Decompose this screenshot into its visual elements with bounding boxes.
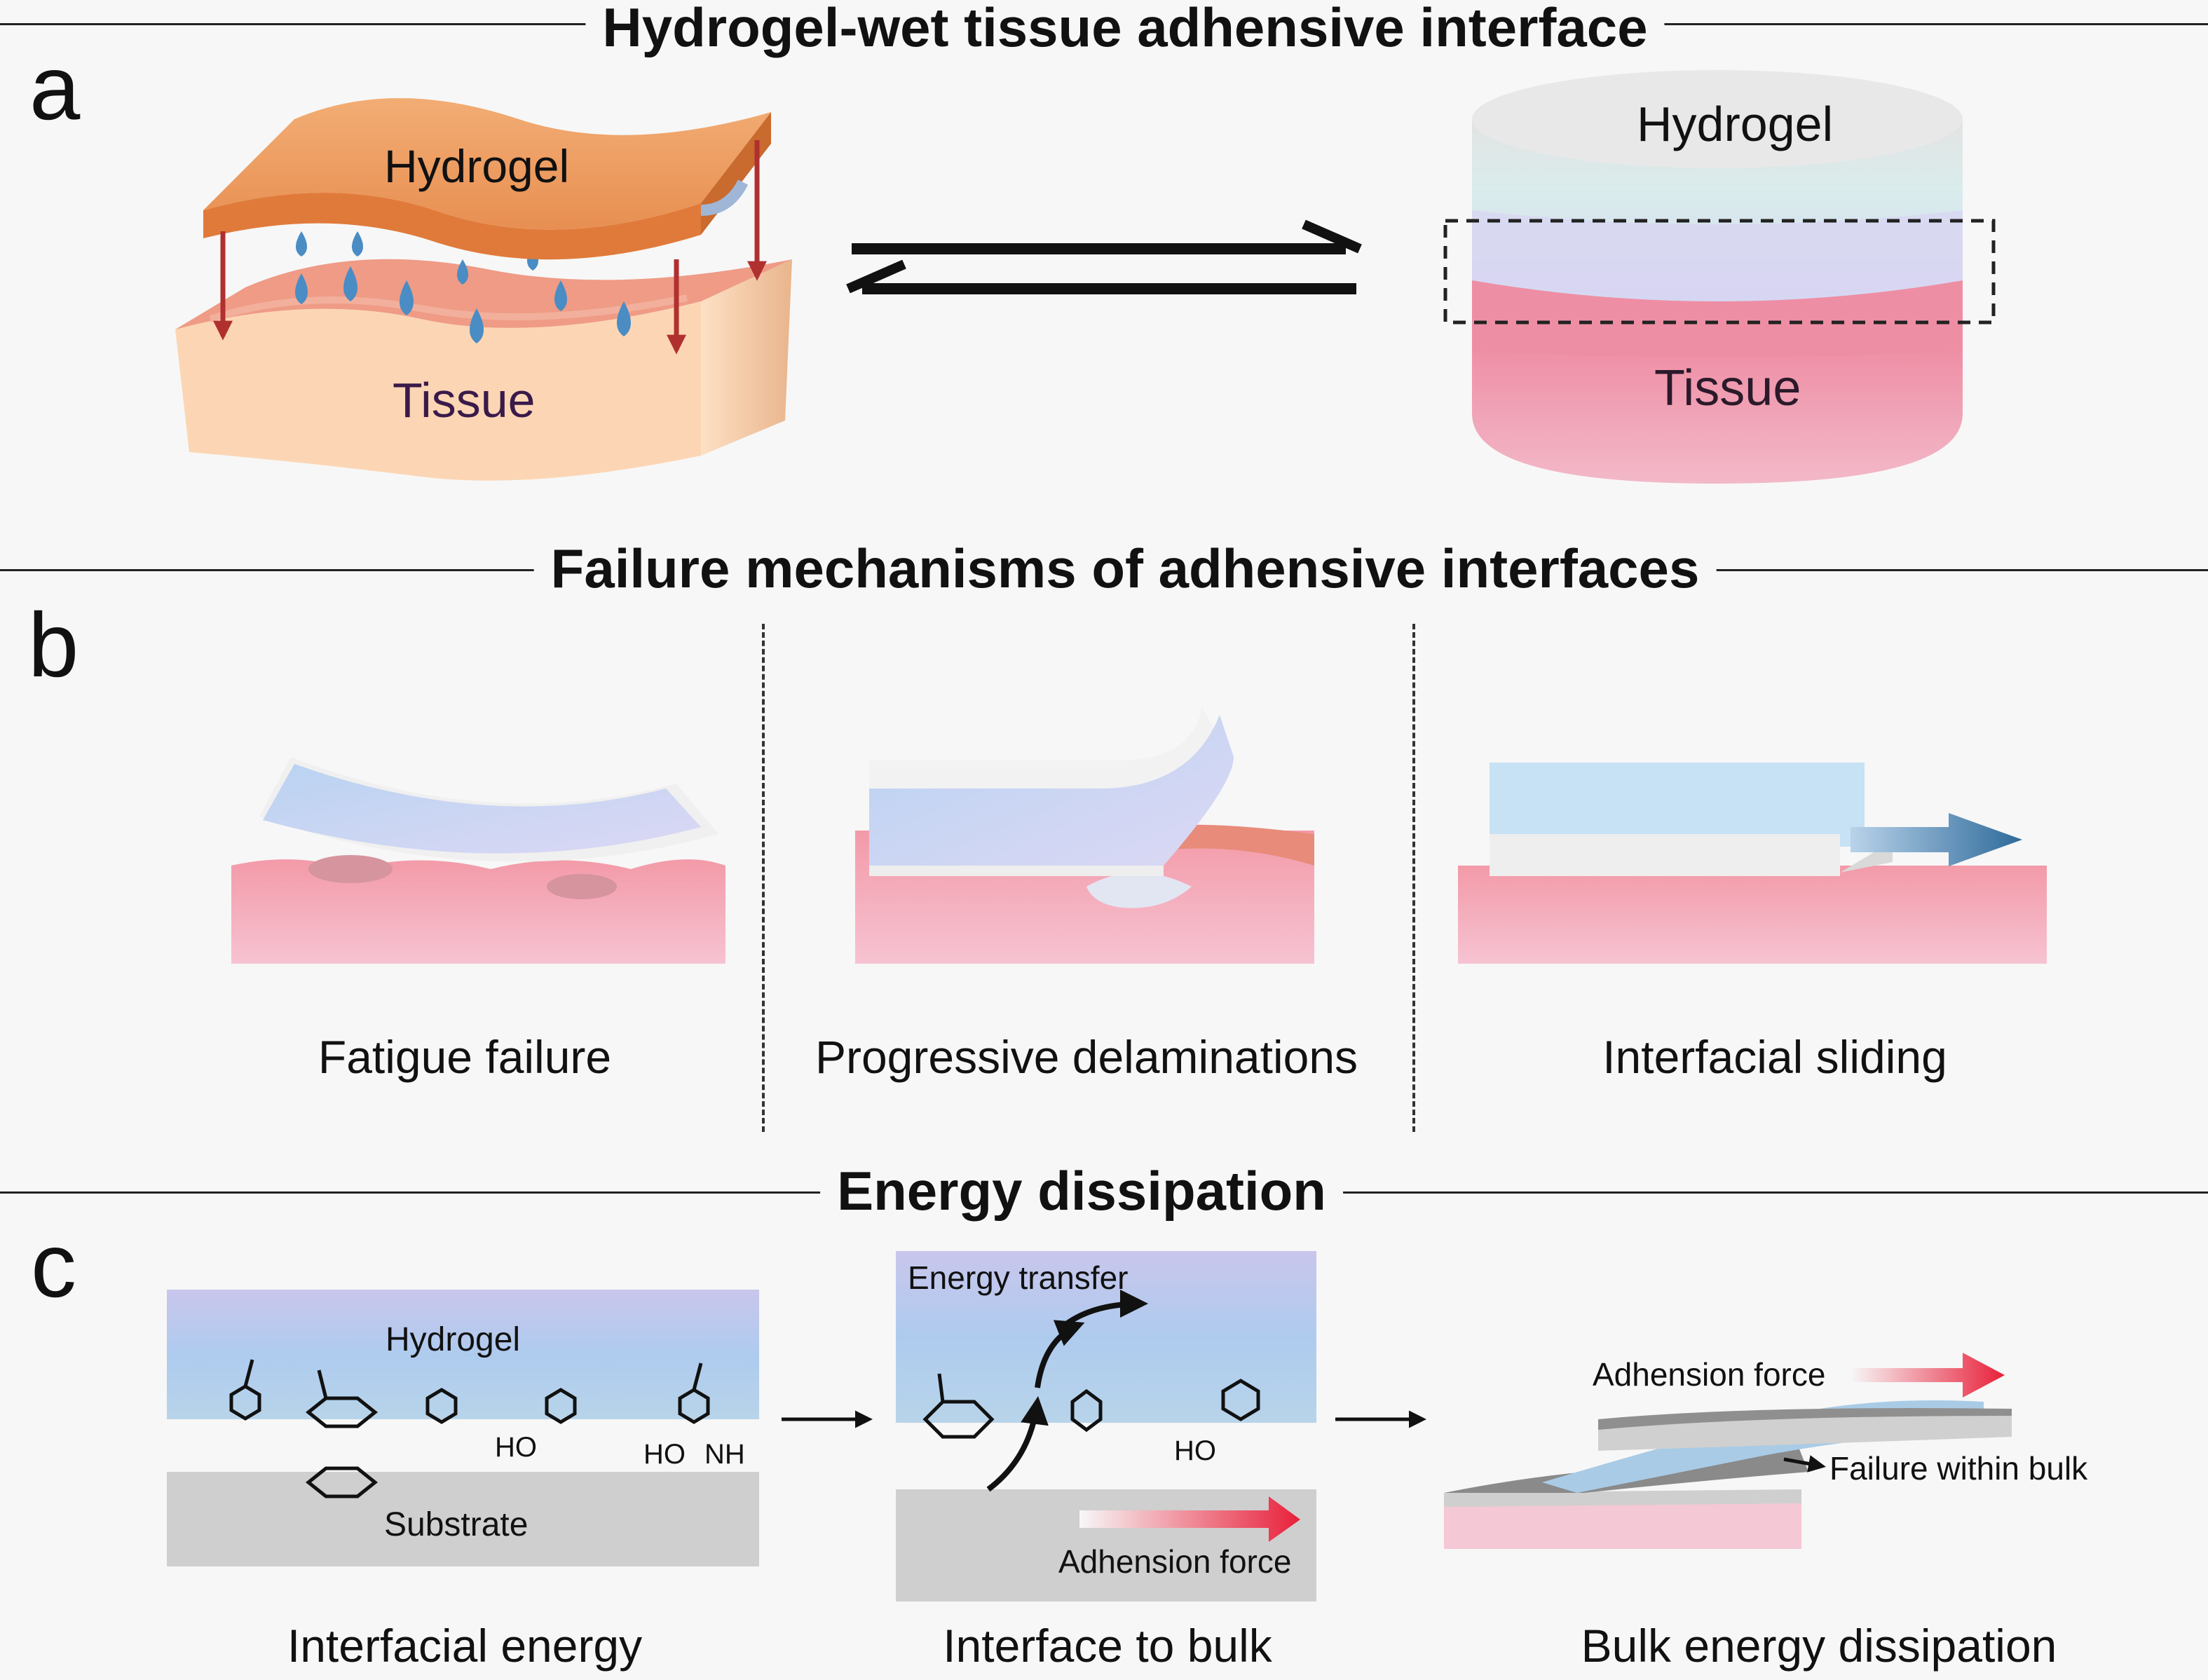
cylinder-right: [1443, 70, 1996, 484]
label-hydrogel-left: Hydrogel: [384, 140, 570, 192]
water-droplets: [295, 231, 631, 343]
c2-adhension-force-label: Adhension force: [1058, 1543, 1292, 1580]
panel-letter-a: a: [29, 36, 81, 139]
equilibrium-arrows: [846, 219, 1362, 294]
c1-substrate-label: Substrate: [384, 1506, 529, 1543]
hydrogel-sheet-left: [203, 98, 771, 260]
section-b-title: Failure mechanisms of adhensive interfac…: [533, 541, 1717, 596]
delamination-illustration: [855, 708, 1314, 964]
fatigue-illustration: [231, 757, 725, 964]
panel-letter-c: c: [31, 1214, 76, 1316]
interface-highlight-box: [1443, 219, 1996, 325]
caption-progressive-delaminations: Progressive delaminations: [815, 1031, 1358, 1083]
c2-energy-transfer-label: Energy transfer: [908, 1259, 1129, 1296]
c3-failure-label: Failure within bulk: [1829, 1450, 2088, 1487]
caption-interface-to-bulk: Interface to bulk: [943, 1620, 1272, 1672]
c1-hydrogel-label: Hydrogel: [386, 1321, 521, 1358]
divider-b-2: [1412, 624, 1415, 1132]
caption-interfacial-energy: Interfacial energy: [287, 1620, 643, 1672]
section-a-title: Hydrogel-wet tissue adhensive interface: [585, 0, 1665, 55]
c2-ho-label: HO: [1174, 1435, 1216, 1466]
panel-letter-b: b: [28, 594, 79, 696]
caption-bulk-energy-dissipation: Bulk energy dissipation: [1581, 1620, 2057, 1672]
tissue-block-left: [175, 259, 792, 481]
c1-ho-label-2: HO: [643, 1439, 686, 1470]
label-tissue-right: Tissue: [1654, 360, 1801, 416]
label-tissue-left: Tissue: [393, 373, 536, 428]
caption-interfacial-sliding: Interfacial sliding: [1602, 1031, 1947, 1083]
sliding-illustration: [1458, 763, 2047, 964]
bulk-dissipation-illustration: [1444, 1353, 2012, 1549]
c1-ho-label-1: HO: [495, 1432, 537, 1463]
c1-nh-label: NH: [704, 1439, 745, 1470]
attraction-arrows: [213, 140, 767, 355]
label-hydrogel-right: Hydrogel: [1637, 97, 1834, 151]
section-c-title: Energy dissipation: [820, 1163, 1343, 1218]
c3-adhension-force-label: Adhension force: [1593, 1356, 1826, 1393]
divider-b-1: [762, 624, 765, 1132]
interfacial-energy-illustration: [167, 1290, 759, 1566]
caption-fatigue-failure: Fatigue failure: [318, 1031, 612, 1083]
interface-to-bulk-illustration: [896, 1251, 1316, 1602]
